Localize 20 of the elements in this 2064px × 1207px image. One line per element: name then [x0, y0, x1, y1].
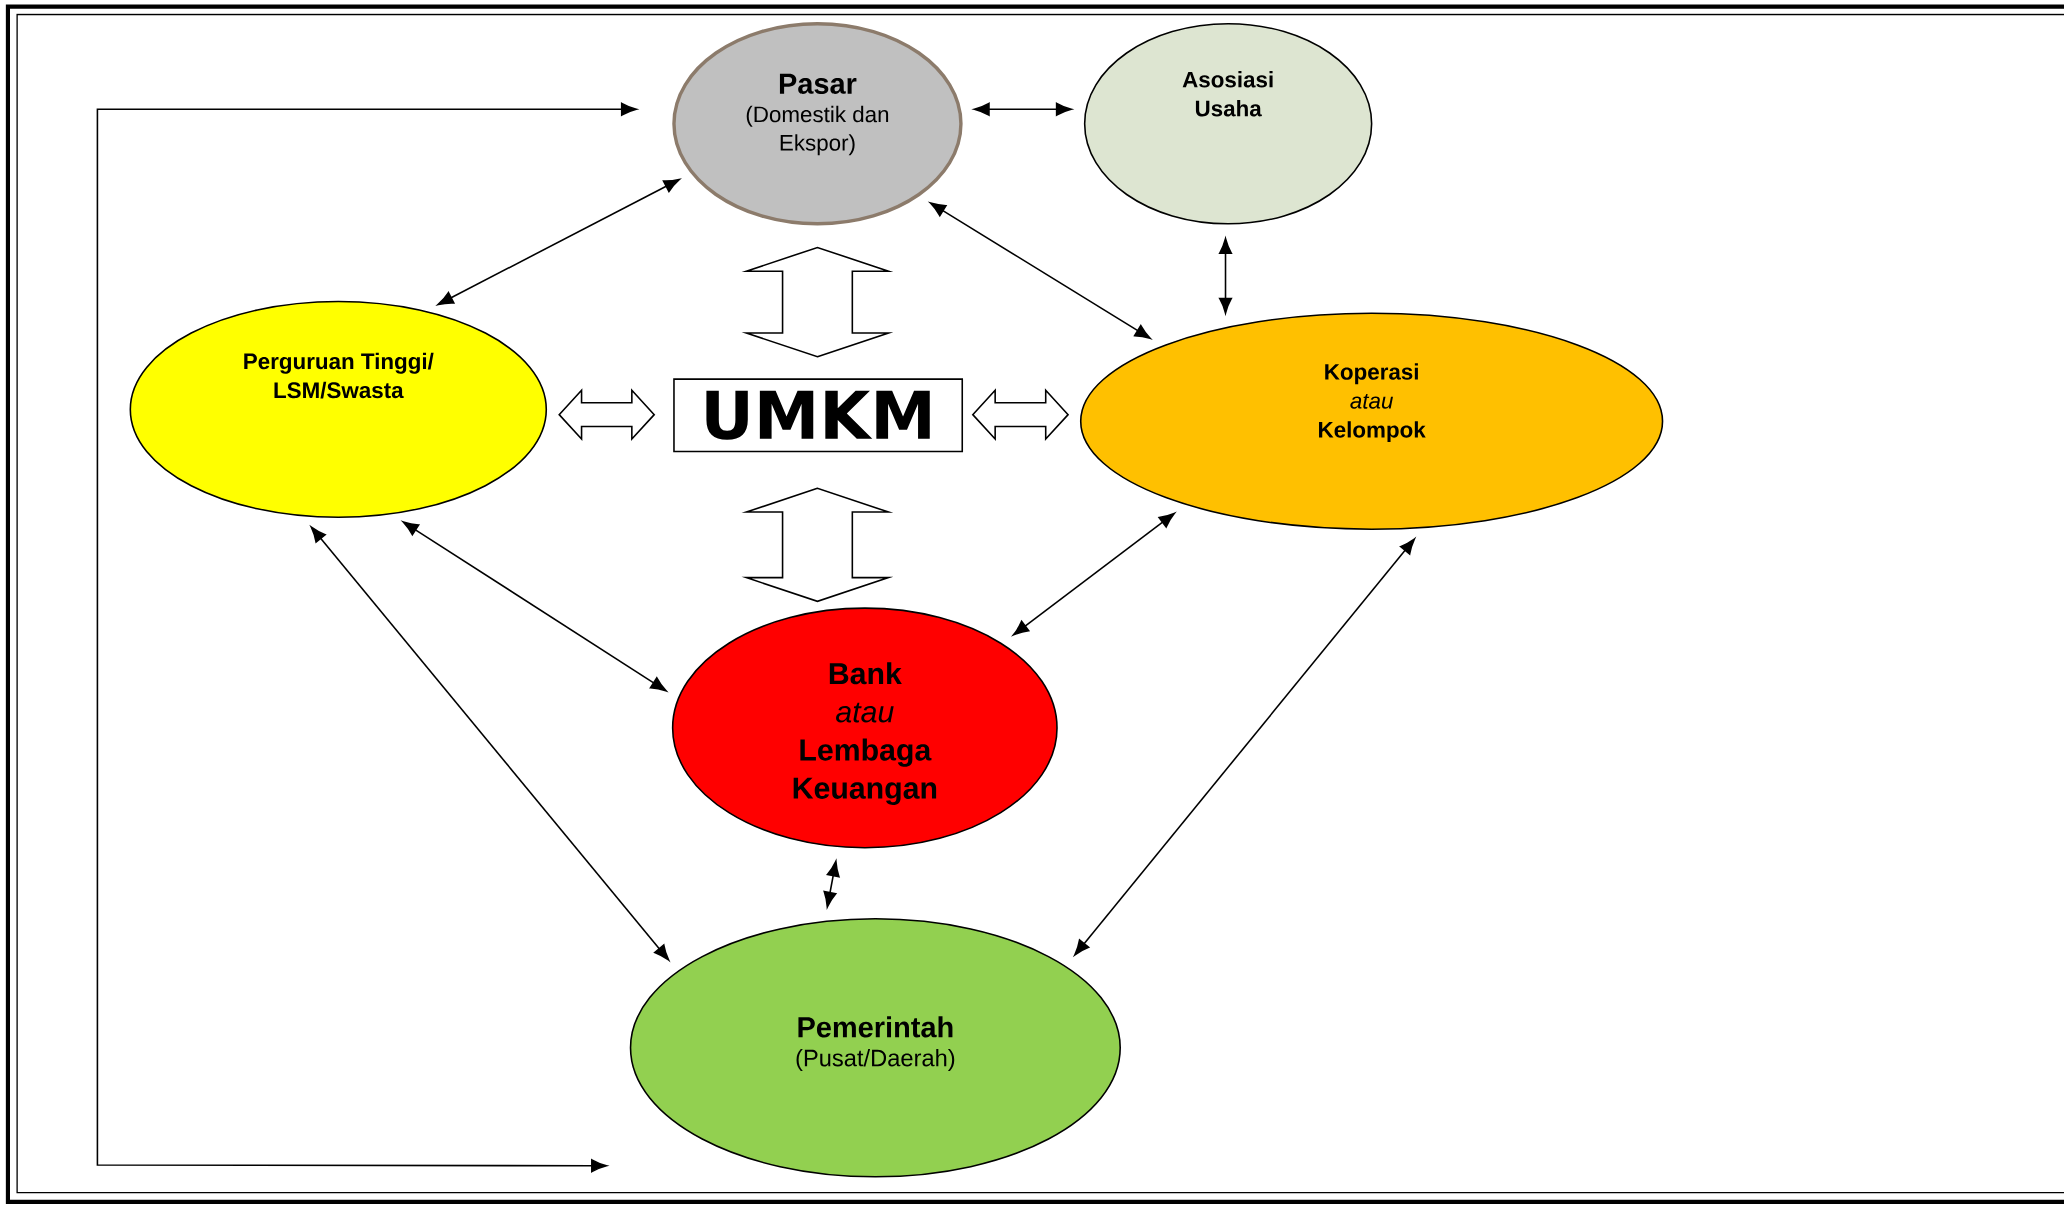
arrow [929, 202, 1151, 339]
block-arrow [741, 246, 894, 358]
oval-node: Pasar (Domestik dan Ekspor) [672, 21, 963, 226]
oval-node: Pemerintah (Pusat/Daerah) [629, 918, 1121, 1178]
arrow [310, 526, 670, 961]
oval-node: Asosiasi Usaha [1083, 22, 1373, 225]
arrow [1074, 538, 1416, 956]
arrow [1012, 512, 1175, 636]
arrow [1218, 237, 1233, 314]
arrow [96, 102, 637, 1173]
arrow [973, 102, 1072, 116]
block-arrow [558, 388, 656, 441]
arrow [402, 521, 667, 692]
oval-node: Bank atau Lembaga Keuangan [671, 607, 1058, 849]
label-box: UMKM [673, 378, 964, 453]
arrow [437, 178, 680, 306]
arrow [823, 860, 840, 908]
oval-node: Perguruan Tinggi/ LSM/Swasta [129, 300, 548, 519]
oval-node: Koperasi atau Kelompok [1079, 312, 1664, 530]
block-arrow [741, 487, 894, 603]
